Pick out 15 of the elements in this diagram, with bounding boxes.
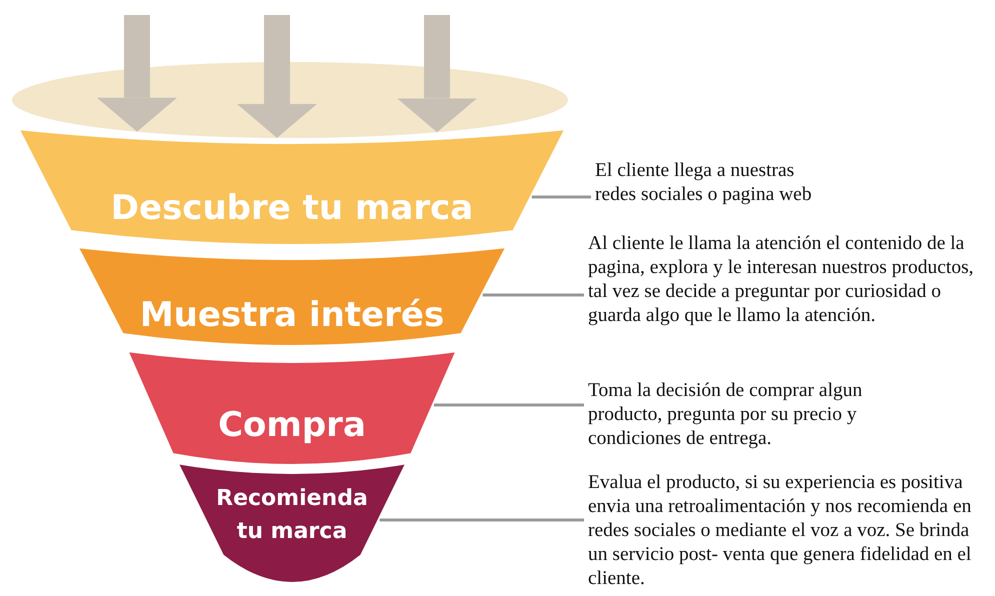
leader-line	[434, 404, 584, 406]
leader-line	[482, 294, 584, 296]
arrow	[97, 15, 177, 132]
arrow	[237, 15, 317, 138]
stage-label: Recomienda tu marca	[215, 485, 369, 546]
stage-description: El cliente llega a nuestras redes sociales o pagina web	[595, 159, 835, 207]
stage-description: Toma la decisión de comprar algun producto, pregunta por su precio y condiciones de entrega.	[588, 379, 928, 451]
stage-label: Descubre tu marca	[110, 188, 474, 228]
leader-line	[380, 518, 584, 522]
leader-line	[532, 196, 591, 198]
stage-description: Al cliente le llama la atención el contenido de la pagina, explora y le interesan nuestros productos, tal vez se decide a preguntar por curiosidad o guarda algo que le llamo la atención.	[588, 232, 995, 328]
stage-label: Compra	[217, 404, 367, 444]
stage-label: Muestra interés	[138, 294, 446, 334]
stage-description: Evalua el producto, si su experiencia es positiva envia una retroalimentación y nos recomienda en redes sociales o mediante el voz a voz. Se brinda un servicio post- venta que genera fidelidad en el cliente.	[588, 471, 988, 591]
arrow	[397, 15, 477, 132]
